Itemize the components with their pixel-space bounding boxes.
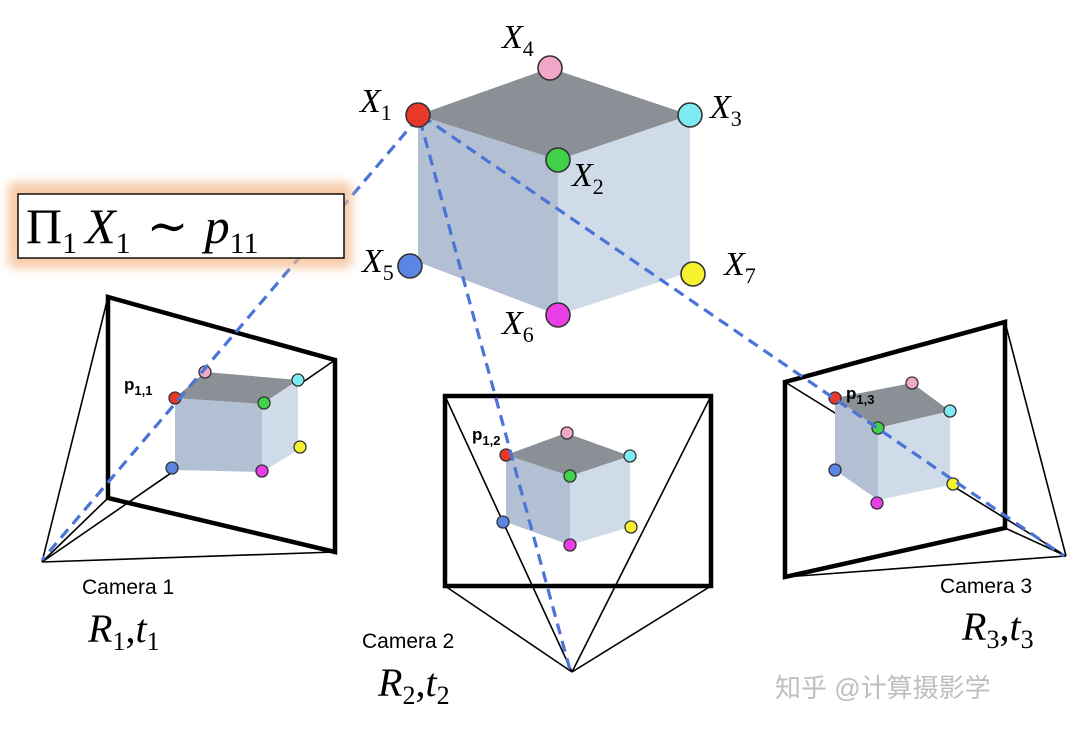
equation-box (17, 193, 345, 259)
camera-2-image-plane (442, 393, 714, 589)
camera-1-point-x5 (165, 461, 179, 475)
camera-3-point-x4 (905, 376, 919, 390)
point-x3 (677, 102, 703, 128)
label-x3: X3 (708, 89, 742, 131)
label-x5: X5 (360, 243, 394, 285)
point-x7 (680, 261, 706, 287)
camera-2-frustum-edge (571, 585, 712, 673)
camera-2-pose: R2,t2 (377, 660, 450, 710)
camera-2-cube-image (506, 433, 630, 545)
camera-3-projection-label: p1,3 (846, 384, 874, 407)
camera-1-point-x3 (291, 373, 305, 387)
label-x2: X2 (570, 157, 604, 199)
camera-2-point-x5 (496, 515, 510, 529)
camera-1-name: Camera 1 (82, 576, 174, 599)
cube-top-face (418, 68, 690, 160)
projection-rays (40, 114, 1065, 671)
camera-2-point-x3 (623, 449, 637, 463)
world-cube (418, 68, 690, 315)
label-x4: X4 (500, 19, 534, 61)
camera-2-frustum-edge (444, 585, 573, 673)
camera-2-name: Camera 2 (362, 630, 454, 653)
camera-3-frustum-edge (1004, 321, 1067, 557)
cube-right-face (558, 115, 690, 315)
watermark: 知乎 @计算摄影学 (775, 673, 991, 703)
camera-3-point-x3 (943, 404, 957, 418)
camera-2: p1,2 Camera 2 R2,t2 (362, 393, 714, 710)
ray-x1-to-camera-3 (421, 114, 1065, 558)
camera-1-point-x7 (293, 440, 307, 454)
label-x1: X1 (358, 83, 392, 125)
ray-x1-to-camera-2 (418, 119, 572, 671)
camera-1-frustum-edge (41, 296, 109, 563)
point-x6 (545, 302, 571, 328)
point-x1 (405, 102, 431, 128)
camera-1-projection-label: p1,1 (124, 375, 152, 398)
camera-3-frustum-edge (784, 555, 1067, 578)
camera-1-frustum-edge (41, 497, 109, 563)
camera-1-point-x2 (257, 396, 271, 410)
camera-3-frustum-edge (1004, 527, 1067, 557)
point-x2 (545, 147, 571, 173)
camera-3-point-x5 (828, 463, 842, 477)
camera-1-pose: R1,t1 (87, 606, 160, 656)
camera-1-frustum-edge (41, 551, 336, 563)
camera-2-point-x4 (560, 426, 574, 440)
ray-x1-to-camera-1 (40, 116, 420, 562)
camera-2-point-x7 (624, 520, 638, 534)
camera-2-frustum-edge (444, 395, 573, 673)
label-x7: X7 (722, 246, 756, 288)
label-x6: X6 (500, 305, 534, 347)
camera-2-point-x6 (563, 538, 577, 552)
camera-2-point-x2 (563, 469, 577, 483)
camera-3-cube-image (835, 383, 950, 500)
camera-1: p1,1 Camera 1 R1,t1 (41, 294, 338, 656)
camera-3: p1,3 Camera 3 R3,t3 (782, 319, 1067, 654)
cube-left-face (418, 115, 558, 315)
camera-3-point-x6 (870, 496, 884, 510)
camera-2-frustum-edge (571, 395, 712, 673)
point-x4 (537, 55, 563, 81)
camera-3-name: Camera 3 (940, 575, 1032, 598)
world-points: X1 X2 X3 X4 X5 X6 X7 (358, 19, 756, 347)
point-x5 (397, 253, 423, 279)
camera-1-point-x6 (255, 464, 269, 478)
camera-2-projection-label: p1,2 (472, 425, 500, 448)
camera-3-pose: R3,t3 (961, 604, 1034, 654)
camera-1-cube-image (175, 372, 298, 472)
